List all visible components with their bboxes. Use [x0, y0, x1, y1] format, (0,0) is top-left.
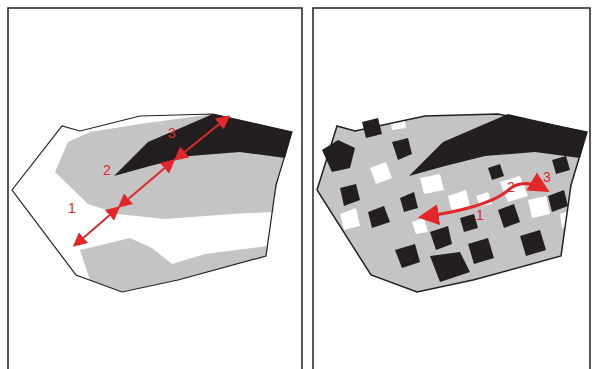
- panel-frame: [313, 8, 590, 369]
- mixing-arrow: [422, 183, 546, 217]
- callout-number: 2: [103, 163, 111, 177]
- mixed-body: [317, 114, 587, 292]
- zone-arrow: [75, 117, 228, 245]
- callout-number: 3: [168, 126, 176, 140]
- callout-number: 2: [507, 180, 515, 194]
- callout-number: 1: [68, 201, 76, 215]
- panel-frame: [8, 8, 302, 369]
- callout-number: 3: [543, 170, 551, 184]
- callout-number: 1: [476, 208, 484, 222]
- zoned-body: [12, 114, 292, 292]
